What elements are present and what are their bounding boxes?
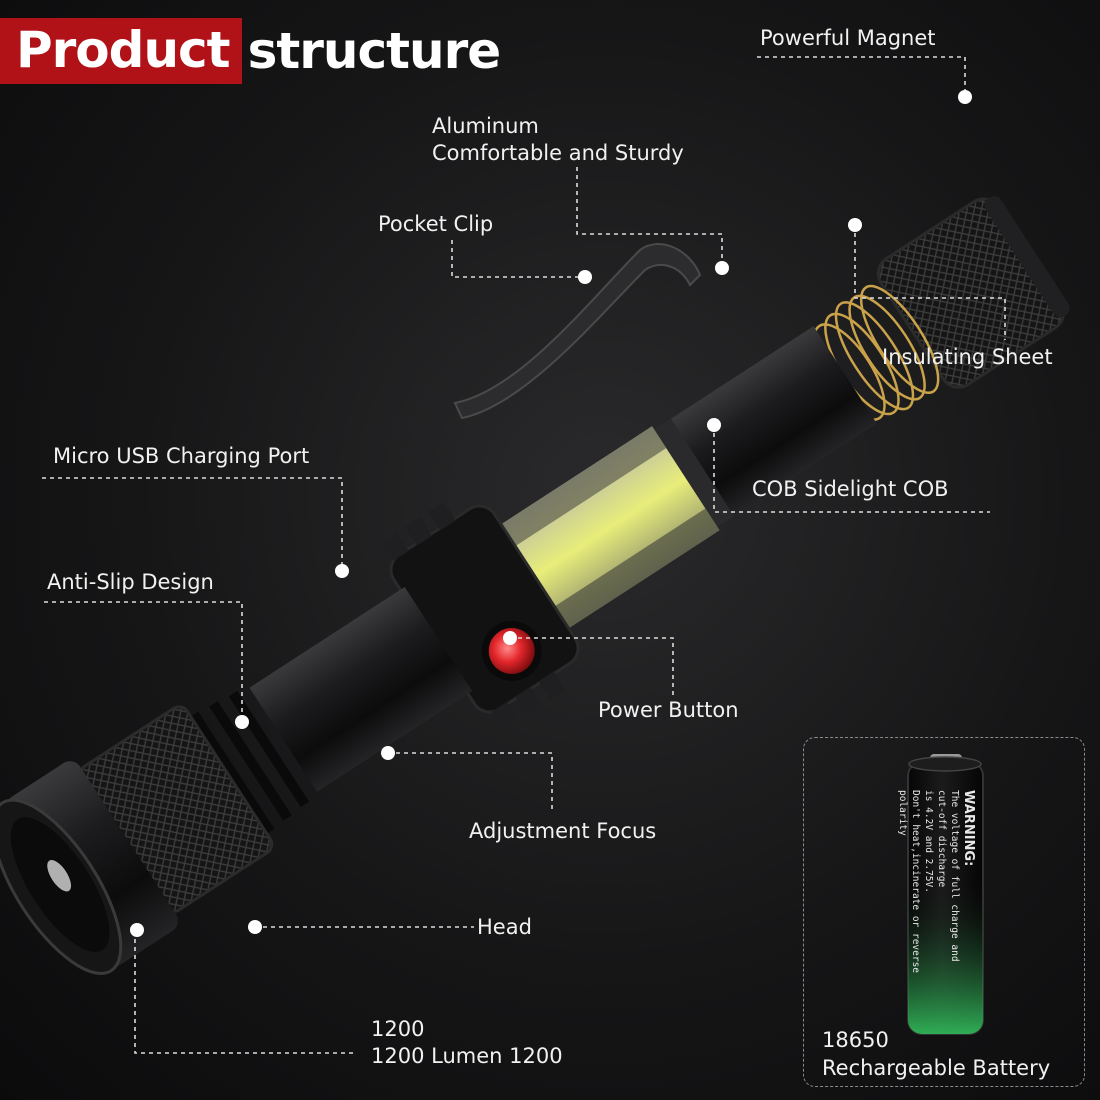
battery-frame bbox=[803, 737, 1085, 1087]
label-lumen-top: 1200 bbox=[371, 1017, 425, 1041]
tail-cap-rim bbox=[984, 196, 1070, 318]
label-aluminum: Aluminum bbox=[432, 114, 539, 138]
bezel bbox=[6, 761, 178, 967]
cob-shade-bottom bbox=[546, 508, 720, 634]
cob-sidelight bbox=[492, 426, 720, 634]
label-power-button: Power Button bbox=[598, 698, 739, 722]
label-adjustment-focus: Adjustment Focus bbox=[469, 819, 657, 843]
pocket-clip bbox=[453, 243, 702, 420]
flashlight-body bbox=[0, 196, 1070, 975]
battery-warning-line: is 4.2V and 2.75V. bbox=[923, 790, 934, 893]
label-battery-model: 18650 bbox=[822, 1028, 889, 1052]
label-powerful-magnet: Powerful Magnet bbox=[760, 26, 936, 50]
battery-18650 bbox=[907, 754, 984, 1035]
battery-warning-line: Don't heat,incinerate or reverse polarit… bbox=[897, 790, 921, 974]
label-anti-slip: Anti-Slip Design bbox=[47, 570, 214, 594]
battery-warning-print: WARNING: The voltage of full charge and … bbox=[897, 790, 976, 980]
rear-tube bbox=[654, 326, 877, 527]
label-cob-sidelight: COB Sidelight COB bbox=[752, 477, 949, 501]
grip-ridges bbox=[381, 502, 566, 731]
led-chip bbox=[47, 860, 72, 892]
anti-slip-grooves bbox=[189, 690, 310, 835]
label-micro-usb: Micro USB Charging Port bbox=[53, 444, 310, 468]
title-rest: structure bbox=[247, 22, 502, 80]
focus-tube bbox=[249, 586, 473, 792]
label-insulating-sheet: Insulating Sheet bbox=[882, 345, 1053, 369]
label-head: Head bbox=[477, 915, 532, 939]
callout-lines bbox=[42, 56, 1006, 1054]
callout-dots bbox=[130, 90, 972, 937]
battery-warning-line: The voltage of full charge and cut-off d… bbox=[936, 790, 960, 962]
label-battery: Rechargeable Battery bbox=[822, 1056, 1051, 1080]
cob-shade-top bbox=[492, 426, 667, 552]
label-pocket-clip: Pocket Clip bbox=[378, 212, 494, 236]
page-title: Product structure bbox=[0, 18, 502, 84]
label-lumen: 1200 Lumen 1200 bbox=[371, 1044, 563, 1068]
power-button bbox=[488, 627, 535, 674]
label-aluminum-sub: Comfortable and Sturdy bbox=[432, 141, 684, 165]
battery-warning-title: WARNING: bbox=[961, 790, 976, 867]
spring-coil bbox=[812, 284, 940, 422]
title-highlight: Product bbox=[0, 18, 242, 84]
